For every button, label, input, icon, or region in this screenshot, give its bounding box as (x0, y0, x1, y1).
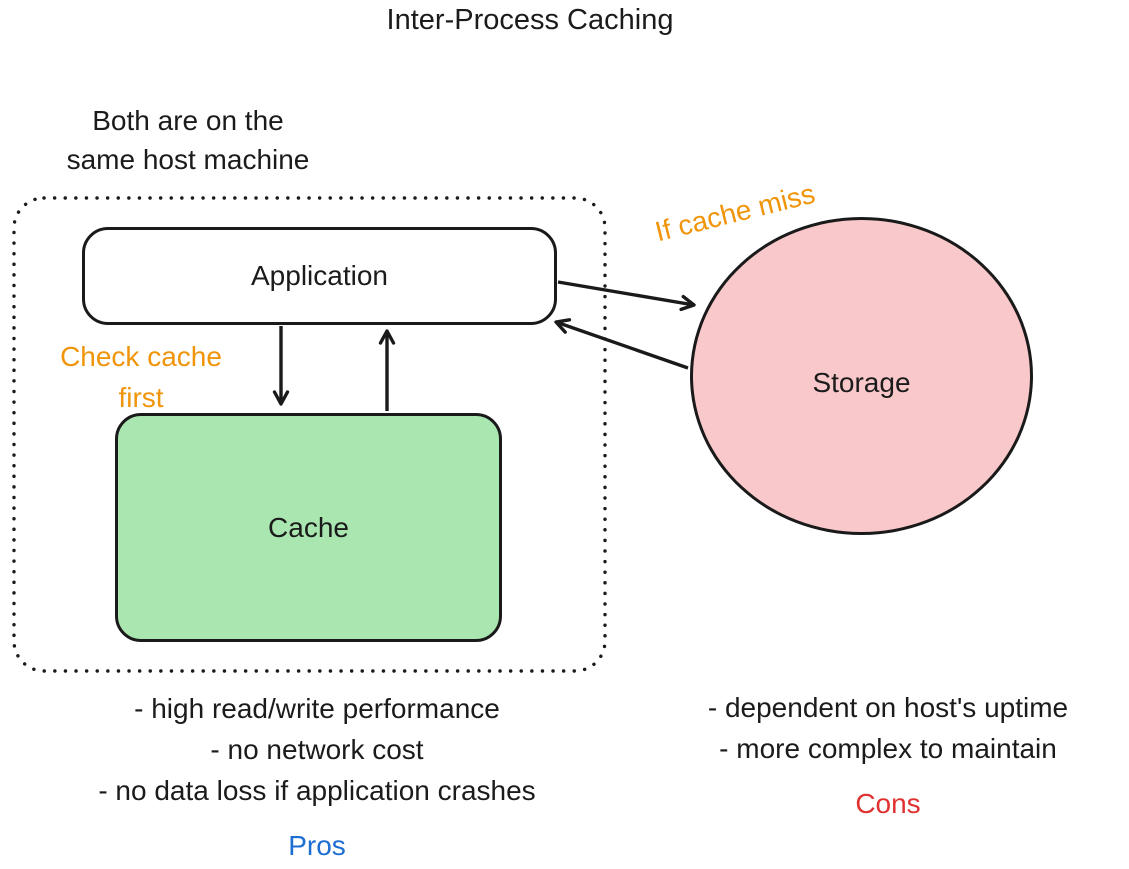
pros-block: - high read/write performance - no netwo… (17, 688, 617, 866)
application-label: Application (251, 260, 388, 291)
cache-node: Cache (115, 413, 502, 642)
cons-item: - dependent on host's uptime (707, 692, 1069, 723)
host-note-line2: same host machine (66, 144, 310, 175)
check-cache-line1: Check cache (60, 341, 222, 372)
arrow-storage-to-application (554, 318, 689, 370)
pros-label: Pros (288, 830, 346, 861)
arrow-application-to-storage (557, 280, 696, 312)
cons-item: - more complex to maintain (719, 733, 1057, 764)
host-note: Both are on the same host machine (18, 101, 358, 179)
check-cache-first-label: Check cache first (11, 336, 271, 418)
pros-item: - no data loss if application crashes (98, 775, 536, 806)
cons-block: - dependent on host's uptime - more comp… (638, 687, 1129, 824)
storage-node: Storage (690, 217, 1033, 535)
storage-label: Storage (812, 367, 911, 398)
check-cache-line2: first (118, 382, 164, 413)
application-node: Application (82, 227, 557, 325)
diagram-title: Inter-Process Caching (386, 4, 674, 36)
cons-label: Cons (855, 788, 921, 819)
pros-item: - no network cost (210, 734, 424, 765)
cache-label: Cache (268, 511, 349, 543)
host-note-line1: Both are on the (92, 105, 284, 136)
pros-item: - high read/write performance (134, 693, 500, 724)
